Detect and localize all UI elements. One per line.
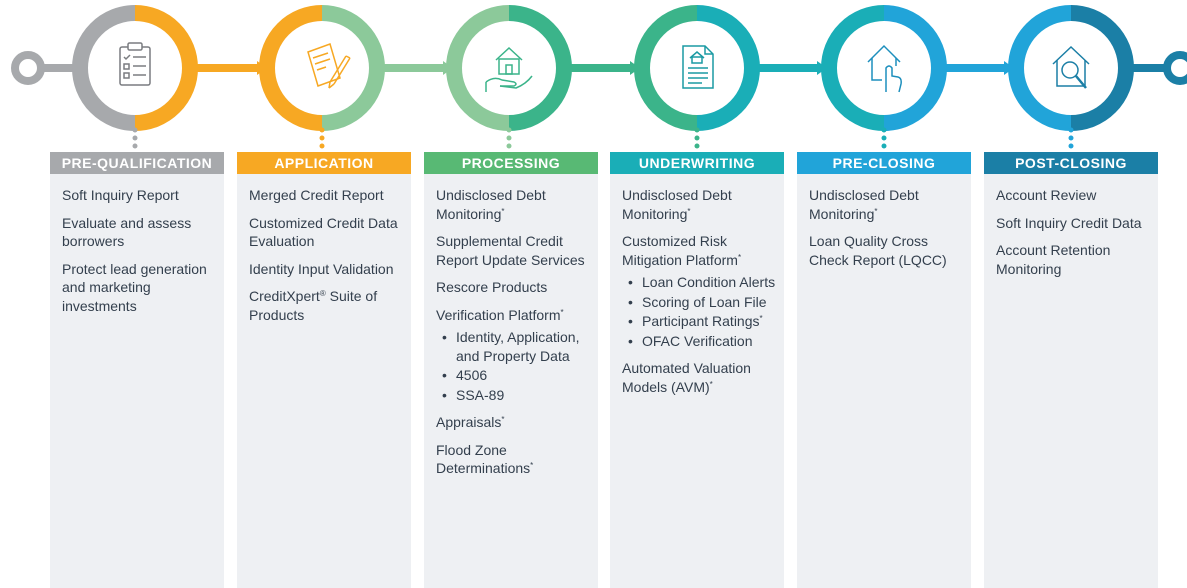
sub-list-item: Loan Condition Alerts — [622, 273, 776, 292]
list-item: Evaluate and assess borrowers — [62, 214, 216, 251]
stage-items: Undisclosed Debt Monitoring* Supplemental… — [424, 174, 598, 478]
sub-list-item: Identity, Application, and Property Data — [436, 328, 590, 365]
stage-header: PRE-CLOSING — [797, 152, 971, 174]
list-item: Undisclosed Debt Monitoring* — [622, 186, 776, 223]
stage-header: PROCESSING — [424, 152, 598, 174]
stage-circle-pre-closing — [821, 5, 947, 131]
stage-circle-application — [259, 5, 385, 131]
list-item: Undisclosed Debt Monitoring* — [436, 186, 590, 223]
item-text: Automated Valuation Models (AVM)* — [622, 360, 751, 395]
stage-circle-processing — [446, 5, 572, 131]
list-item: Supplemental Credit Report Update Servic… — [436, 232, 590, 269]
sub-list-item: OFAC Verification — [622, 332, 776, 351]
item-text: Flood Zone Determinations* — [436, 441, 534, 477]
sub-list-item: SSA-89 — [436, 386, 590, 405]
stage-circle-pre-qualification — [72, 5, 198, 131]
arrow-connector — [374, 61, 453, 75]
stage-header: PRE-QUALIFICATION — [50, 152, 224, 174]
list-item: Customized Risk Mitigation Platform* Loan… — [622, 232, 776, 350]
stage-circle-post-closing — [1008, 5, 1134, 131]
clipboard-checklist-icon — [119, 42, 151, 86]
stage-column-processing: PROCESSING Undisclosed Debt Monitoring* S… — [424, 152, 598, 588]
list-item: Verification Platform* Identity, Applicat… — [436, 306, 590, 405]
list-item: CreditXpert® Suite of Products — [249, 287, 403, 324]
list-item: Account Review — [996, 186, 1150, 205]
document-pencil-icon — [307, 43, 351, 89]
item-text: Loan Quality Cross Check Report (LQCC) — [809, 233, 947, 268]
house-magnifier-icon — [1052, 45, 1090, 89]
house-document-icon — [682, 45, 714, 89]
dotted-stem — [1068, 127, 1074, 149]
list-item: Identity Input Validation — [249, 260, 403, 279]
sub-list-item: 4506 — [436, 366, 590, 385]
item-text: CreditXpert® Suite of Products — [249, 288, 378, 323]
list-item: Automated Valuation Models (AVM)* — [622, 359, 776, 396]
item-text: Undisclosed Debt Monitoring* — [622, 187, 732, 222]
item-text: Merged Credit Report — [249, 187, 384, 203]
list-item: Soft Inquiry Report — [62, 186, 216, 205]
dotted-stem — [694, 127, 700, 149]
sub-list: Loan Condition AlertsScoring of Loan Fil… — [622, 273, 776, 350]
item-text: Undisclosed Debt Monitoring* — [809, 187, 919, 222]
sub-list: Identity, Application, and Property Data… — [436, 328, 590, 404]
item-text: Evaluate and assess borrowers — [62, 214, 192, 250]
item-text: Account Retention Monitoring — [996, 242, 1111, 277]
arrow-connector — [188, 61, 267, 75]
sub-list-item: Scoring of Loan File — [622, 293, 776, 312]
item-text: Soft Inquiry Credit Data — [996, 214, 1142, 231]
house-click-icon — [867, 44, 902, 93]
stage-items: Undisclosed Debt Monitoring* Loan Quality… — [797, 174, 971, 269]
list-item: Flood Zone Determinations* — [436, 441, 590, 478]
list-item: Protect lead generation and marketing in… — [62, 260, 216, 316]
list-item: Account Retention Monitoring — [996, 241, 1150, 278]
list-item: Rescore Products — [436, 278, 590, 297]
item-text: Protect lead generation and marketing in… — [62, 260, 207, 314]
item-text: Appraisals* — [436, 414, 505, 430]
dotted-stem — [319, 127, 325, 149]
item-text: Verification Platform* — [436, 306, 564, 323]
list-item: Loan Quality Cross Check Report (LQCC) — [809, 232, 963, 269]
item-text: Soft Inquiry Report — [62, 187, 179, 203]
arrow-connector — [561, 61, 640, 75]
list-item: Merged Credit Report — [249, 186, 403, 205]
item-text: Account Review — [996, 187, 1097, 203]
dotted-stem — [506, 127, 512, 149]
start-connector — [11, 51, 82, 85]
stage-items: Undisclosed Debt Monitoring* Customized R… — [610, 174, 784, 396]
house-in-hand-icon — [485, 46, 533, 92]
list-item: Appraisals* — [436, 413, 590, 432]
end-connector — [1132, 51, 1187, 85]
item-text: Customized Risk Mitigation Platform* — [622, 233, 742, 268]
list-item: Undisclosed Debt Monitoring* — [809, 186, 963, 223]
item-text: Identity Input Validation — [249, 260, 394, 277]
item-text: Undisclosed Debt Monitoring* — [436, 187, 546, 222]
item-text: Rescore Products — [436, 279, 548, 295]
item-text: Customized Credit Data Evaluation — [249, 214, 398, 250]
stage-header: POST-CLOSING — [984, 152, 1158, 174]
dotted-stem — [881, 127, 887, 149]
stage-column-underwriting: UNDERWRITING Undisclosed Debt Monitoring… — [610, 152, 784, 588]
dotted-stem — [132, 127, 138, 149]
item-text: Supplemental Credit Report Update Servic… — [436, 233, 585, 268]
list-item: Soft Inquiry Credit Data — [996, 214, 1150, 233]
sub-list-item: Participant Ratings* — [622, 312, 776, 331]
stage-header: APPLICATION — [237, 152, 411, 174]
timeline — [11, 5, 1187, 149]
stage-circle-underwriting — [634, 5, 760, 131]
stage-header: UNDERWRITING — [610, 152, 784, 174]
list-item: Customized Credit Data Evaluation — [249, 214, 403, 251]
stage-column-pre-closing: PRE-CLOSING Undisclosed Debt Monitoring*… — [797, 152, 971, 588]
